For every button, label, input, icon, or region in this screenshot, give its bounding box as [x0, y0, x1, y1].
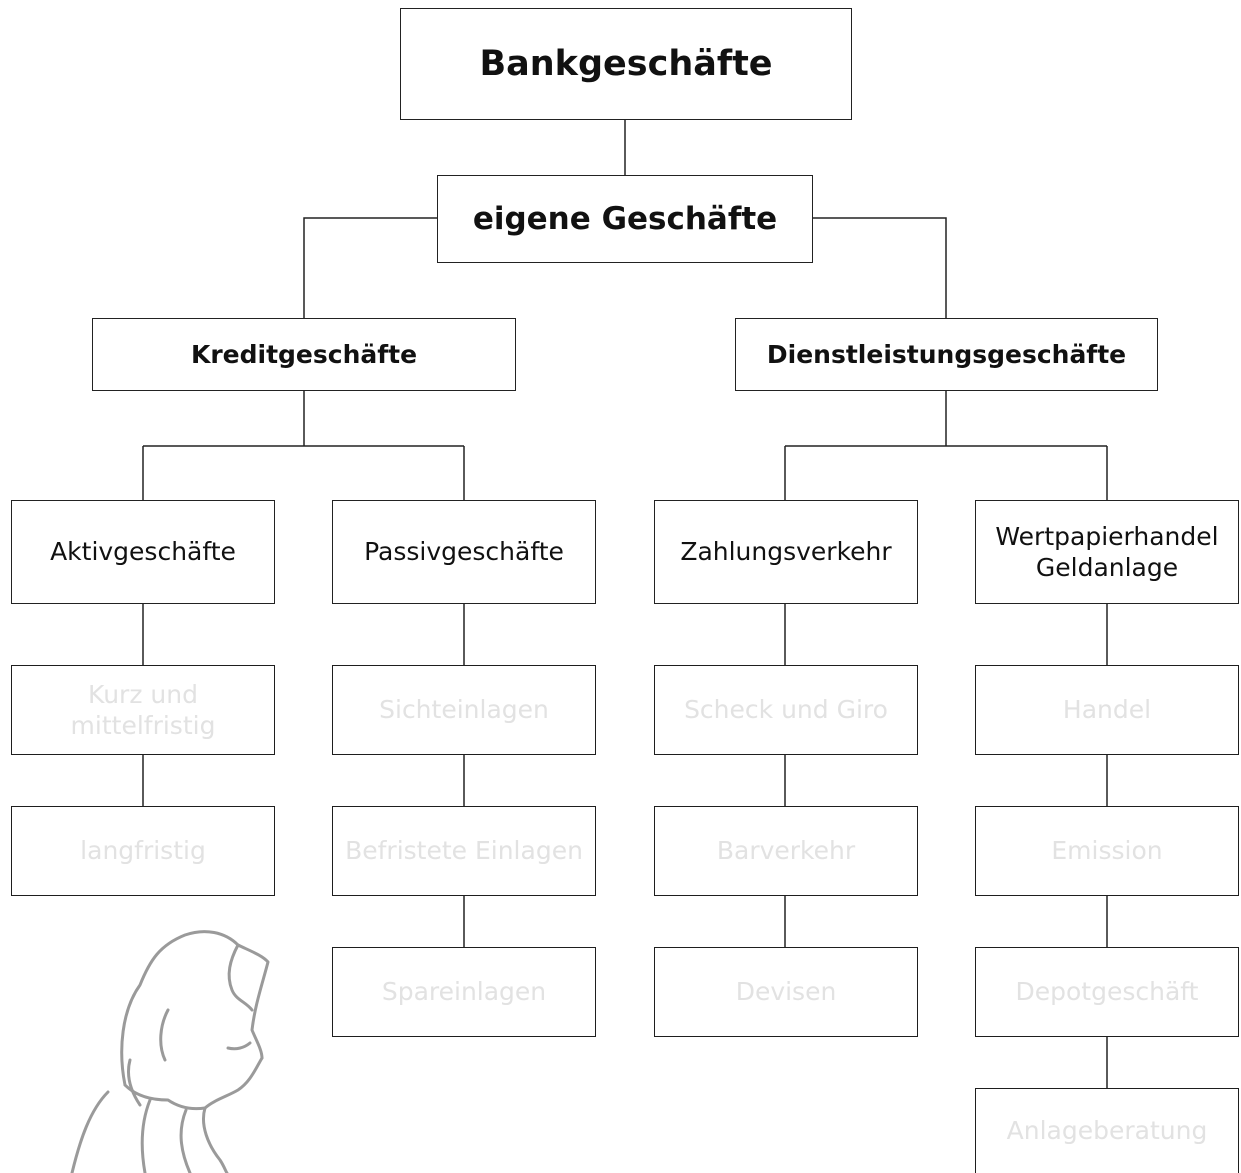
- detail-devisen: Devisen: [654, 947, 918, 1037]
- node-aktivgeschaefte: Aktivgeschäfte: [11, 500, 275, 604]
- node-zahlungsverkehr: Zahlungsverkehr: [654, 500, 918, 604]
- detail-handel: Handel: [975, 665, 1239, 755]
- node-eigene-geschaefte: eigene Geschäfte: [437, 175, 813, 263]
- node-dienstleistungsgeschaefte: Dienstleistungsgeschäfte: [735, 318, 1158, 391]
- detail-barverkehr: Barverkehr: [654, 806, 918, 896]
- node-bankgeschaefte: Bankgeschäfte: [400, 8, 852, 120]
- detail-emission: Emission: [975, 806, 1239, 896]
- node-kreditgeschaefte: Kreditgeschäfte: [92, 318, 516, 391]
- detail-scheck-und-giro: Scheck und Giro: [654, 665, 918, 755]
- detail-kurz-mittelfristig: Kurz und mittelfristig: [11, 665, 275, 755]
- detail-depotgeschaeft: Depotgeschäft: [975, 947, 1239, 1037]
- detail-anlageberatung: Anlageberatung: [975, 1088, 1239, 1173]
- node-wertpapierhandel-geldanlage: Wertpapierhandel Geldanlage: [975, 500, 1239, 604]
- node-passivgeschaefte: Passivgeschäfte: [332, 500, 596, 604]
- detail-befristete-einlagen: Befristete Einlagen: [332, 806, 596, 896]
- detail-spareinlagen: Spareinlagen: [332, 947, 596, 1037]
- detail-sichteinlagen: Sichteinlagen: [332, 665, 596, 755]
- detail-langfristig: langfristig: [11, 806, 275, 896]
